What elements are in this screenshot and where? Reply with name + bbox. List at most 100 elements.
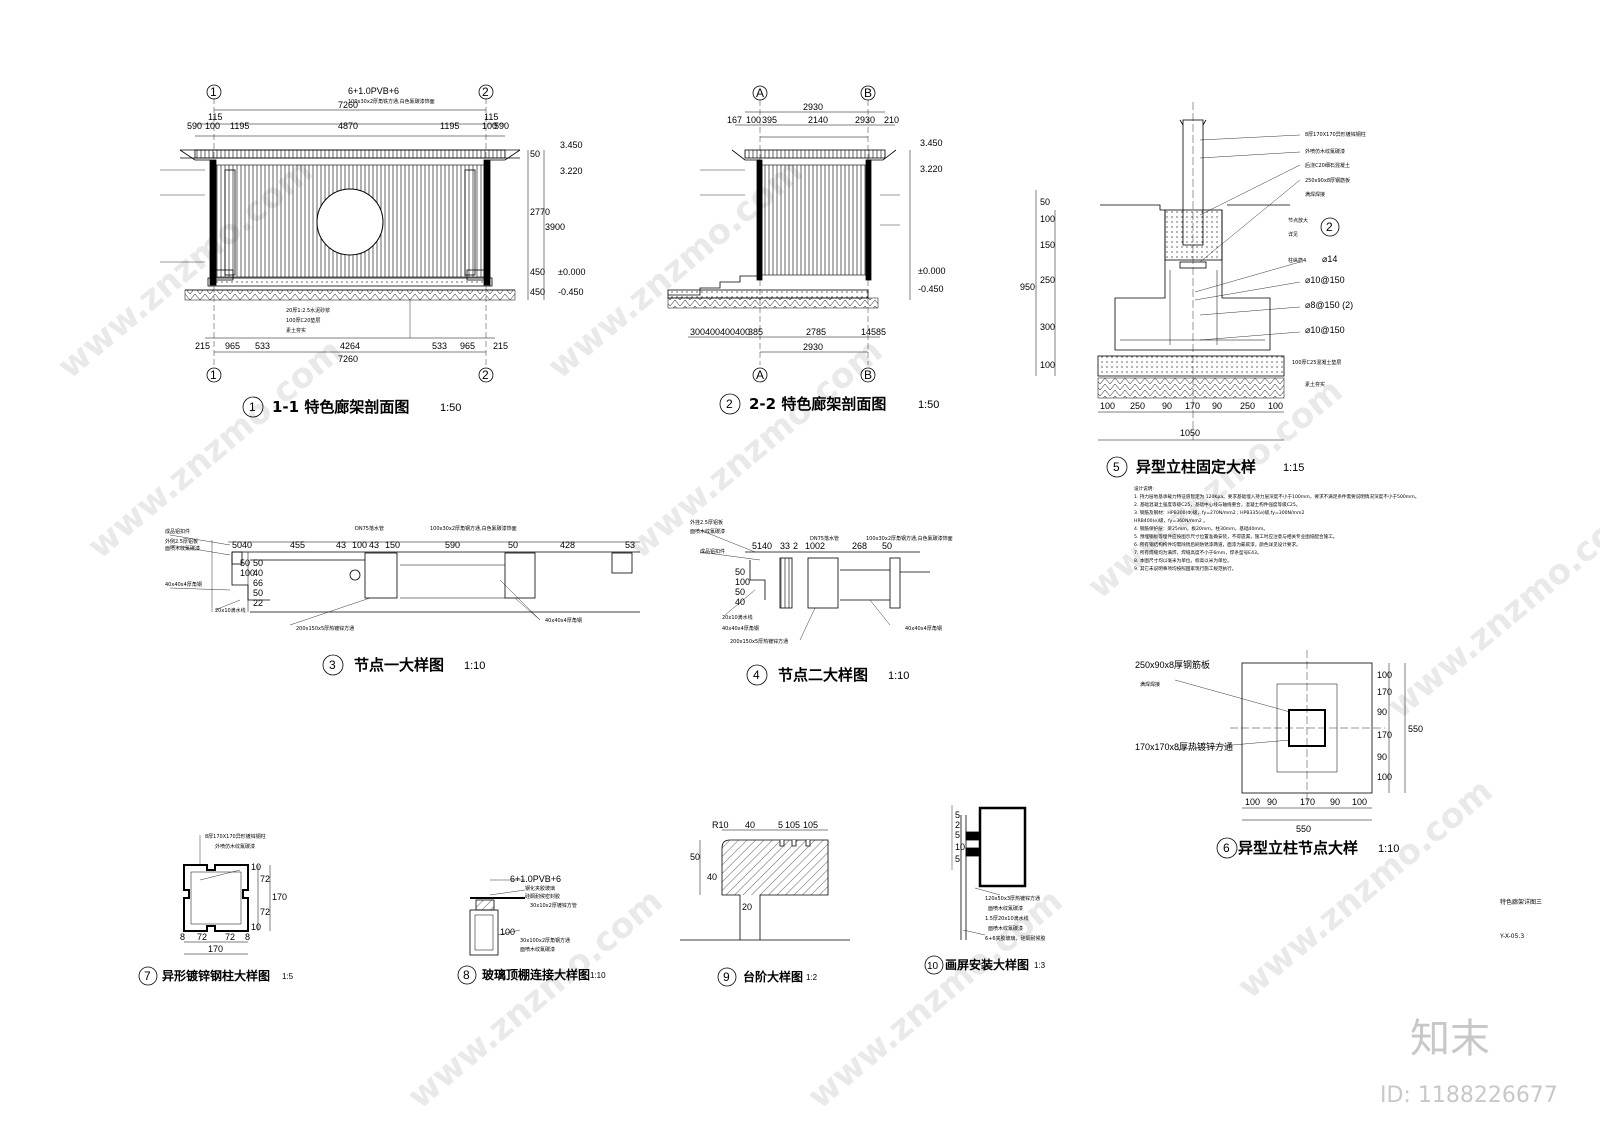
dim-text: 115 [208, 112, 222, 122]
detail-9-step [680, 829, 850, 941]
dim-text: 400 [705, 327, 720, 337]
detail-scale: 1:3 [1034, 961, 1046, 970]
dim-text: 3900 [545, 222, 565, 232]
dim-total: 7260 [338, 354, 358, 364]
detail-1-title: 1 1-1 特色廊架剖面图 1:50 [242, 396, 461, 418]
leader-note: 1.5厚20x10滴水线 [985, 915, 1029, 922]
leader-note: 250x90x8厚钢筋板 [1305, 177, 1350, 184]
dim-text: 50 [508, 540, 518, 550]
watermark-text: www.znzmo.com [80, 331, 350, 567]
dim-text: 8 [180, 932, 185, 942]
dim-text: 10 [955, 842, 965, 852]
leader-note: 20x10滴水线 [215, 607, 246, 614]
dim-text: 2 [955, 820, 960, 830]
leader-note: 外喷仿木纹氟碳漆 [215, 843, 255, 850]
dim-text: 51 [752, 541, 762, 551]
detail-title: 玻璃顶棚连接大样图 [482, 967, 590, 982]
dim-text: 100 [1100, 401, 1115, 411]
note-line: 3. 钢筋及钢材：HPB300(Φ)级，fy=270N/mm2 ; HPB335… [1134, 509, 1304, 516]
leader-note: 素土夯实 [1305, 381, 1325, 388]
detail-scale: 1:2 [806, 973, 818, 982]
dim-text: 90 [1212, 401, 1222, 411]
detail-number: 9 [723, 970, 730, 984]
detail-title: 异形镀锌钢柱大样图 [162, 968, 270, 983]
dim-text: 268 [852, 541, 867, 551]
leader-note: 外挂2.5厚铝板 [690, 519, 723, 526]
dim-text: 965 [460, 341, 475, 351]
dim-text: 215 [195, 341, 210, 351]
dim-text: 455 [290, 540, 305, 550]
note-line: 1. 持力层地基承载力特征值暂定为 120Kpa。要求基础埋入持力层深度不小于1… [1134, 493, 1419, 500]
leader-note: 30x10x2厚镀锌方管 [530, 902, 577, 909]
sheet-title: 特色廊架详图三 [1500, 898, 1542, 906]
detail-scale: 1:50 [918, 399, 939, 411]
dim-text: 170 [1377, 687, 1392, 697]
elevation: ±0.000 [558, 267, 585, 277]
leader-note: 硅酮耐候密封胶 [525, 893, 560, 900]
detail-title: 2-2 特色廊架剖面图 [749, 395, 886, 413]
detail-scale: 1:5 [282, 972, 294, 981]
dim-total: 7260 [338, 100, 358, 110]
detail-title: 1-1 特色廊架剖面图 [272, 398, 409, 416]
dim-text: 250 [1040, 275, 1055, 285]
watermark-text: www.znzmo.com [1380, 491, 1600, 727]
dim-total: 170 [272, 892, 287, 902]
dim-text: 2 [820, 541, 825, 551]
dim-text: 72 [225, 932, 235, 942]
leader-note: 面喷木纹氟碳漆 [520, 946, 555, 953]
dim-text: 167 [727, 115, 742, 125]
dim-text: 2930 [855, 115, 875, 125]
leader-note: 钢化夹胶玻璃 [525, 885, 555, 892]
axis-label: 2 [482, 368, 489, 382]
dim-text: 100 [805, 541, 820, 551]
leader-note: 40x40x4厚角钢 [165, 581, 202, 588]
tube-note: 100x30x2厚角铁方通,白色氟碳漆饰面 [348, 98, 435, 105]
elevation: -0.450 [558, 287, 584, 297]
detail-8-glass [469, 879, 526, 956]
detail-scale: 1:10 [590, 971, 606, 980]
dim-text: 170 [1300, 797, 1315, 807]
base-note: 素土夯实 [286, 327, 306, 334]
base-note: 100厚C20垫层 [286, 317, 320, 324]
dim-text: 90 [1330, 797, 1340, 807]
detail-5-title: 5 异型立柱固定大样 1:15 [1106, 456, 1304, 478]
dim-text: 85 [876, 327, 886, 337]
dim-text: 5 [955, 854, 960, 864]
glass-note: 6+1.0PVB+6 [348, 86, 399, 96]
sheet-number: Y-X-05.3 [1499, 933, 1524, 940]
dim-text: 450 [530, 267, 545, 277]
dim-text: 100 [352, 540, 367, 550]
dim-text: 250 [1240, 401, 1255, 411]
brand-logo: 知末 [1410, 1016, 1490, 1062]
dim-text: 50 [253, 588, 263, 598]
leader-note: 100厚C25混凝土垫层 [1292, 359, 1341, 366]
note-line: 设计说明: [1134, 485, 1154, 492]
dim-text: 8 [245, 932, 250, 942]
detail-number: 3 [329, 658, 336, 672]
dim-text: 100 [1040, 360, 1055, 370]
detail-6-plan [1174, 650, 1406, 821]
leader-note: 成品铝扣件 [165, 528, 190, 535]
leader-note: DN75落水管 [355, 525, 384, 532]
note-line: 6. 所有钢结构构件均需除锈后刷防锈漆两道，面漆为氟碳漆，颜色详见设计要求。 [1134, 541, 1301, 548]
dim-text: 300 [690, 327, 705, 337]
axis-label: A [756, 86, 764, 100]
leader-note: 250x90x8厚钢筋板 [1135, 659, 1210, 670]
detail-scale: 1:10 [464, 660, 485, 672]
dim-text: 72 [260, 874, 270, 884]
detail-6-labels: 250x90x8厚钢筋板 满焊焊接 170x170x8厚热镀锌方通 100 17… [1135, 659, 1423, 834]
leader-note: 40x40x4厚角钢 [722, 625, 759, 632]
detail-8-title: 8 玻璃顶棚连接大样图 1:10 [457, 965, 606, 985]
leader-note: 40x40x4厚角钢 [545, 617, 582, 624]
detail-3-title: 3 节点一大样图 1:10 [322, 654, 485, 676]
dim-text: 10 [785, 820, 795, 830]
dim-total: 1050 [1180, 428, 1200, 438]
dim-text: 33 [780, 541, 790, 551]
dim-text: 40 [242, 540, 252, 550]
dim-text: 450 [530, 287, 545, 297]
dim-total: 170 [208, 944, 223, 954]
detail-number: 6 [1223, 841, 1230, 855]
detail-10-screen [951, 805, 1027, 940]
dim-text: 100 [1377, 670, 1392, 680]
